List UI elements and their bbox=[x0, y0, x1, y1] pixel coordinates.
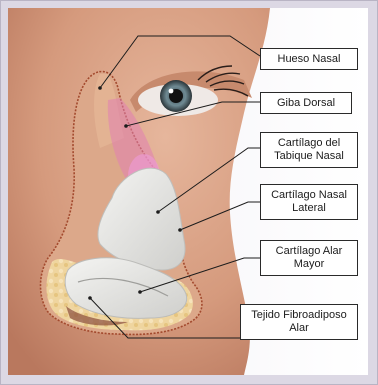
label-giba-dorsal: Giba Dorsal bbox=[260, 92, 352, 114]
label-tejido-fibroadiposo: Tejido Fibroadiposo Alar bbox=[240, 304, 358, 340]
label-cartilago-lateral: Cartílago Nasal Lateral bbox=[260, 184, 358, 220]
label-cartilago-alar: Cartílago Alar Mayor bbox=[260, 240, 358, 276]
nose-anatomy-diagram: Hueso Nasal Giba Dorsal Cartílago del Ta… bbox=[8, 8, 368, 375]
label-hueso-nasal: Hueso Nasal bbox=[260, 48, 358, 70]
label-cartilago-tabique: Cartílago del Tabique Nasal bbox=[260, 132, 358, 168]
eye-highlight bbox=[169, 89, 174, 94]
